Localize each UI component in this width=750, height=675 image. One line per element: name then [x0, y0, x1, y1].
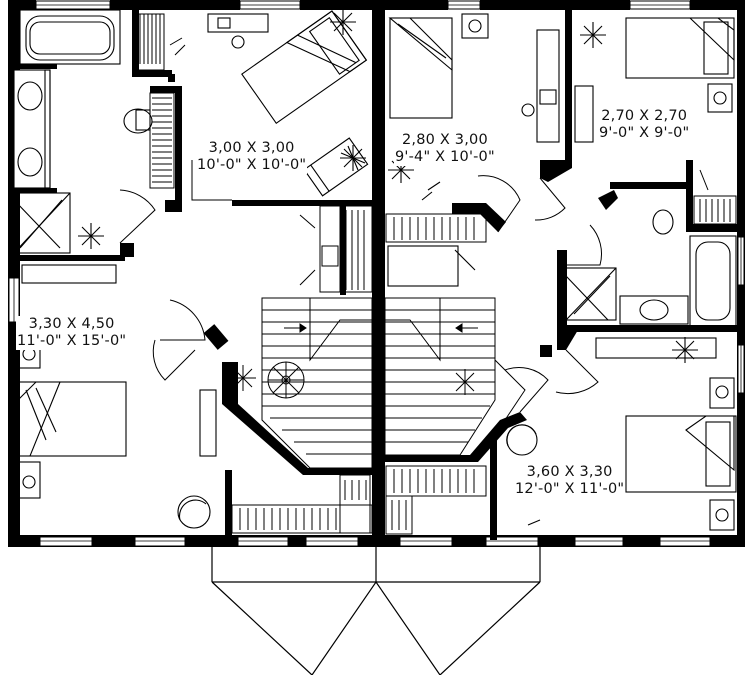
bathtub-icon — [689, 235, 737, 327]
bathtub-icon — [19, 9, 121, 65]
desk-icon — [207, 13, 269, 49]
porch-roof — [211, 547, 541, 675]
hall-closet — [319, 205, 373, 293]
bed-icon — [388, 17, 453, 119]
bed-icon — [303, 137, 369, 197]
chair-icon — [177, 495, 211, 529]
sink-icon — [619, 295, 689, 325]
bedroom-lower-right-furniture — [385, 337, 737, 535]
room-metric: 3,00 X 3,00 — [196, 140, 308, 157]
room-imperial: 10'-0" X 10'-0" — [196, 157, 308, 174]
room-imperial: 9'-4" X 10'-0" — [394, 149, 496, 166]
closet-icon — [693, 169, 737, 225]
plant-icon — [340, 145, 366, 171]
desk-icon — [521, 29, 560, 143]
bedroom-upper-left-furniture — [207, 9, 369, 197]
plant-icon — [672, 337, 698, 363]
shower-icon — [13, 192, 71, 254]
bedroom-lower-left-furniture — [17, 223, 373, 534]
plant-icon — [330, 9, 356, 35]
room-imperial: 9'-0" X 9'-0" — [598, 125, 691, 142]
room-metric: 2,80 X 3,00 — [394, 132, 496, 149]
closet-icon — [135, 13, 165, 71]
plant-icon — [230, 365, 256, 391]
chair-icon — [506, 424, 538, 456]
room-metric: 3,30 X 4,50 — [16, 316, 128, 333]
room-dimensions-upper-right: 2,70 X 2,70 9'-0" X 9'-0" — [598, 108, 691, 142]
room-dimensions-upper-left: 3,00 X 3,00 10'-0" X 10'-0" — [196, 140, 308, 174]
closet-icon — [385, 213, 487, 243]
bathroom-left — [13, 9, 175, 254]
sink-icon — [13, 69, 51, 189]
room-dimensions-lower-left: 3,30 X 4,50 11'-0" X 15'-0" — [16, 316, 128, 350]
plant-icon — [78, 223, 104, 249]
desk-icon — [199, 389, 217, 457]
interior-walls — [12, 8, 738, 540]
exterior-walls — [8, 0, 745, 547]
toilet-icon — [652, 209, 674, 235]
bedroom-upper-mid-furniture — [385, 13, 560, 287]
door-swings — [119, 37, 602, 526]
room-dimensions-upper-mid: 2,80 X 3,00 9'-4" X 10'-0" — [394, 132, 496, 166]
spiral-stair-icon — [267, 361, 305, 399]
bed-icon — [241, 10, 368, 125]
bed-icon — [625, 17, 735, 79]
stairs-left — [261, 297, 373, 469]
closet-icon — [231, 474, 373, 534]
plant-icon — [580, 22, 606, 48]
toilet-icon — [123, 108, 153, 134]
room-imperial: 12'-0" X 11'-0" — [514, 481, 626, 498]
closet-icon — [385, 465, 487, 535]
windows — [8, 0, 745, 547]
desk-icon — [574, 85, 594, 143]
room-imperial: 11'-0" X 15'-0" — [16, 333, 128, 350]
bathroom-right — [565, 209, 737, 327]
shower-icon — [565, 267, 617, 321]
bedroom-upper-right-furniture — [574, 17, 737, 225]
counter-hatch — [149, 92, 175, 189]
bed-icon — [17, 381, 127, 457]
plant-icon — [452, 369, 478, 395]
room-metric: 2,70 X 2,70 — [598, 108, 691, 125]
room-dimensions-lower-right: 3,60 X 3,30 12'-0" X 11'-0" — [514, 464, 626, 498]
room-metric: 3,60 X 3,30 — [514, 464, 626, 481]
bed-icon — [625, 415, 737, 493]
